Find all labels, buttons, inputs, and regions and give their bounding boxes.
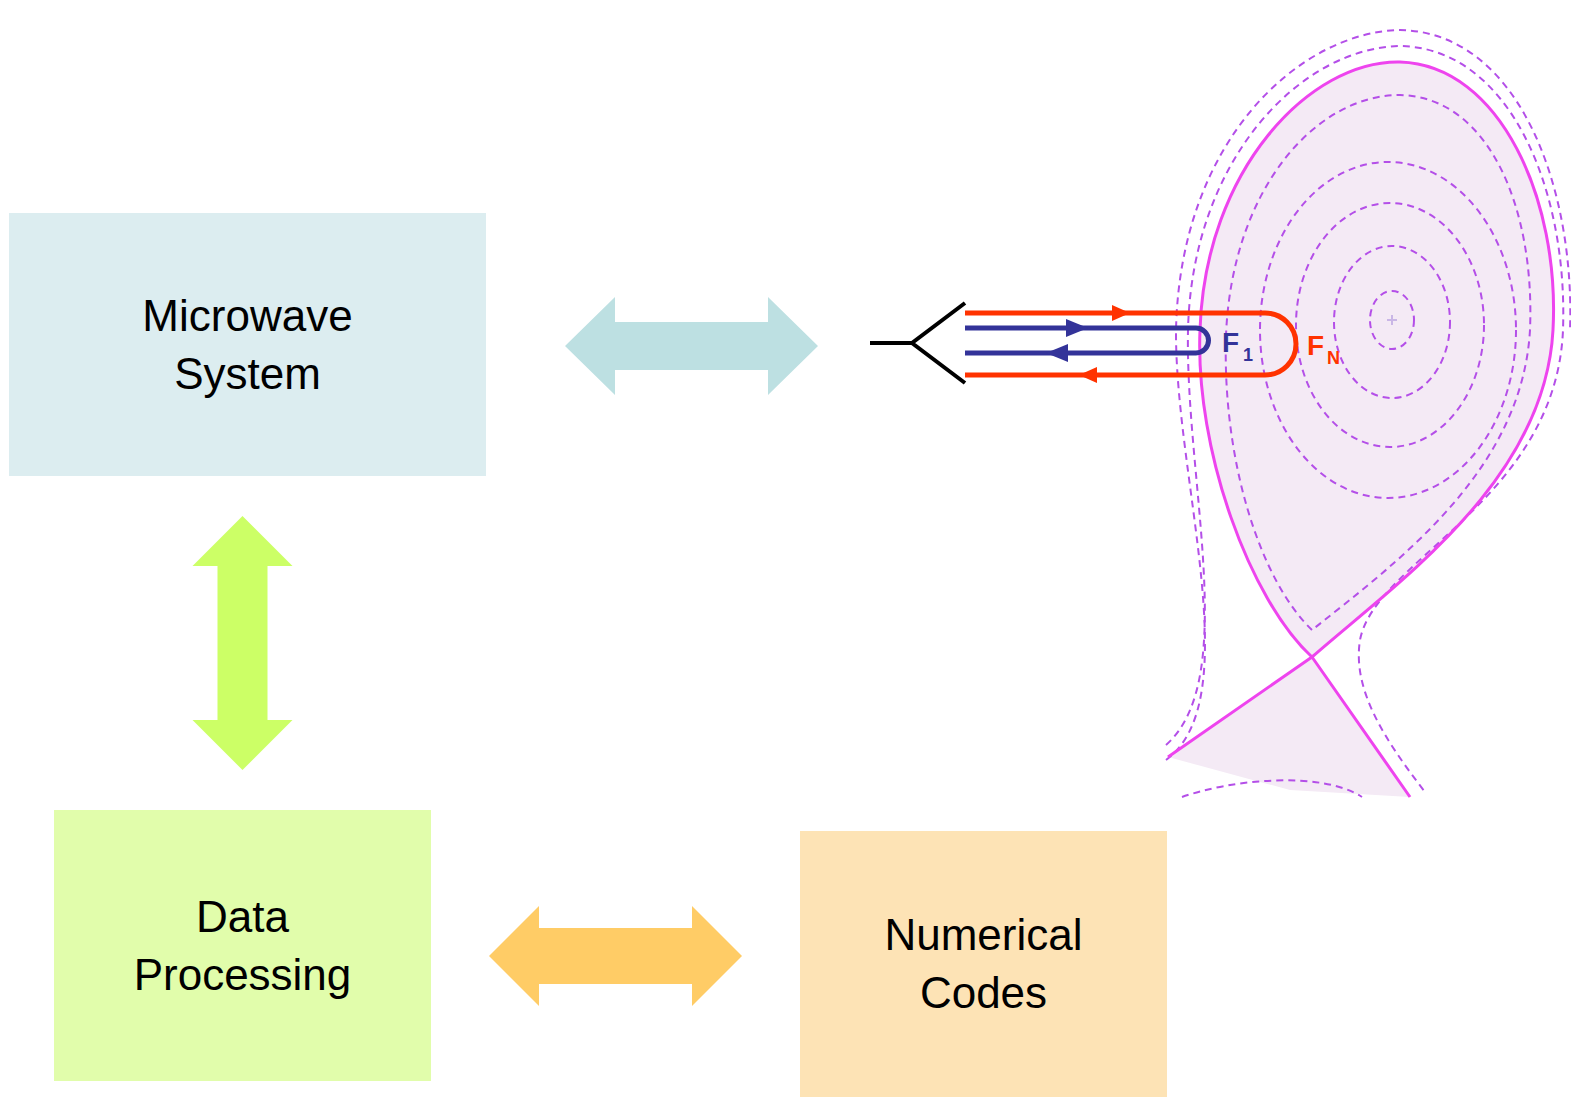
process-box: Numerical Codes	[800, 831, 1167, 1097]
plasma-cross-section	[1166, 30, 1570, 797]
frequency-subscript: 1	[1243, 346, 1253, 364]
box-label: Microwave System	[125, 287, 370, 403]
frequency-label: F	[1222, 329, 1239, 357]
antenna-horn	[870, 303, 965, 383]
box-label: Numerical Codes	[861, 906, 1106, 1022]
double-arrow	[193, 516, 293, 770]
process-box: Data Processing	[54, 810, 431, 1081]
beam-fn	[965, 305, 1296, 383]
process-box: Microwave System	[9, 213, 486, 476]
frequency-label: F	[1307, 332, 1324, 360]
beam-f1	[965, 319, 1209, 362]
frequency-subscript: N	[1327, 349, 1340, 367]
antenna-link-arrow	[565, 297, 818, 395]
double-arrow	[489, 906, 742, 1006]
box-label: Data Processing	[120, 888, 365, 1004]
